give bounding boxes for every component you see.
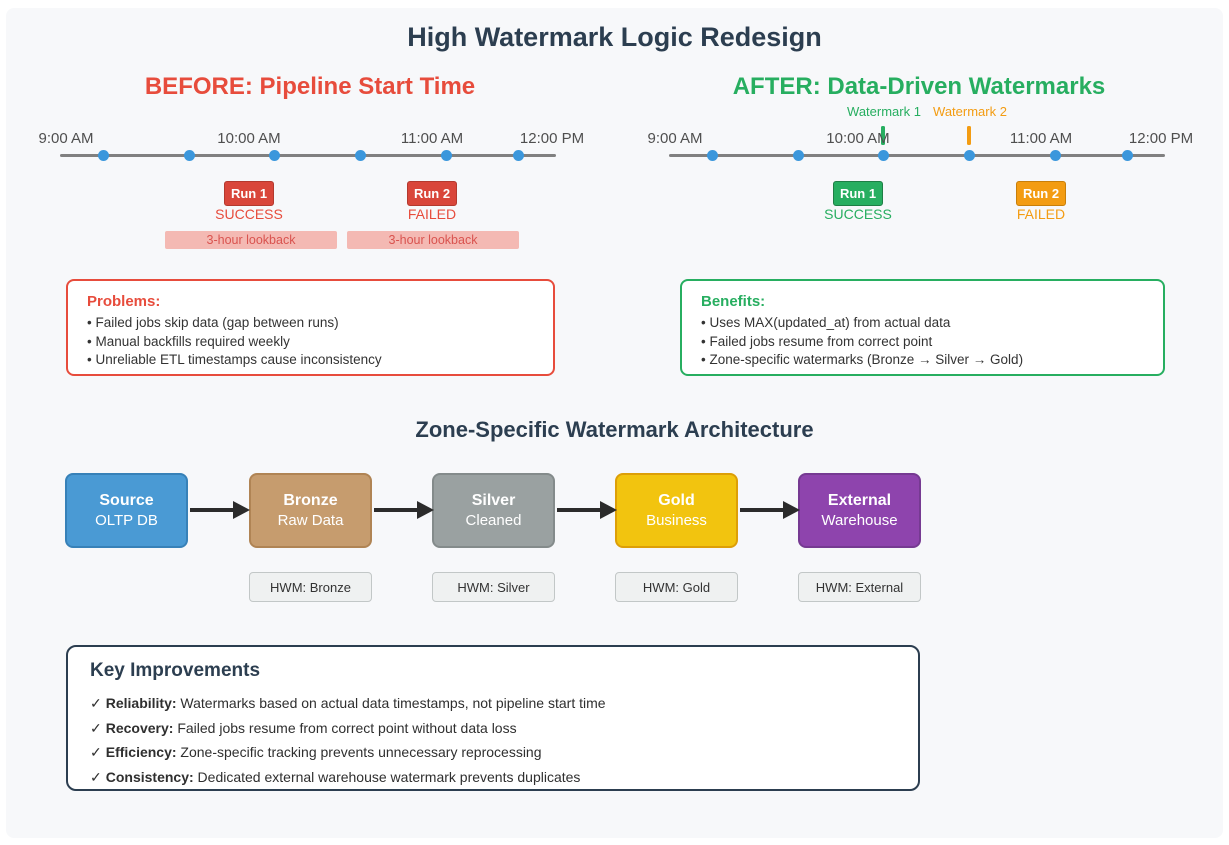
problems-callout: Problems: • Failed jobs skip data (gap b… [66, 279, 555, 376]
improvement-text: Failed jobs resume from correct point wi… [173, 719, 517, 736]
node-title: Silver [471, 492, 516, 509]
after-time-label-11am: 11:00 AM [1009, 130, 1073, 147]
node-title: Bronze [283, 492, 338, 509]
before-run2-status: FAILED [407, 206, 457, 222]
timeline-dot [513, 150, 524, 161]
timeline-dot [269, 150, 280, 161]
watermark2-tick-icon [967, 126, 971, 145]
node-title: External [827, 492, 892, 509]
before-time-label-10am: 10:00 AM [217, 130, 281, 147]
timeline-dot [707, 150, 718, 161]
node-subtitle: OLTP DB [95, 512, 158, 529]
key-improvements-title: Key Improvements [90, 660, 261, 681]
flow-arrow-icon [374, 508, 418, 512]
flow-arrow-icon [557, 508, 601, 512]
problems-item: • Unreliable ETL timestamps cause incons… [87, 352, 382, 367]
benefits-item: • Failed jobs resume from correct point [701, 333, 933, 349]
improvement-item: ✓Recovery: Failed jobs resume from corre… [90, 716, 896, 741]
watermark2-label: Watermark 2 [933, 104, 1007, 119]
flow-arrow-icon [740, 508, 784, 512]
node-title: Gold [658, 492, 695, 509]
node-bronze: Bronze Raw Data [249, 473, 372, 548]
before-run1-box: Run 1 [224, 181, 274, 206]
improvement-item: ✓Consistency: Dedicated external warehou… [90, 765, 896, 790]
improvement-term: Recovery: [105, 719, 174, 736]
check-icon: ✓ [90, 695, 102, 711]
node-source: Source OLTP DB [65, 473, 188, 548]
node-silver: Silver Cleaned [432, 473, 555, 548]
timeline-dot [1122, 150, 1133, 161]
benefits-callout: Benefits: • Uses MAX(updated_at) from ac… [680, 279, 1165, 376]
hwm-badge-bronze: HWM: Bronze [249, 572, 372, 602]
improvement-text: Watermarks based on actual data timestam… [176, 695, 606, 711]
problems-item: • Failed jobs skip data (gap between run… [87, 315, 339, 330]
flow-arrow-icon [190, 508, 234, 512]
page-title: High Watermark Logic Redesign [407, 22, 822, 52]
improvement-term: Reliability: [105, 695, 177, 711]
improvement-term: Consistency: [105, 768, 194, 785]
improvement-item: ✓Reliability: Watermarks based on actual… [90, 691, 896, 716]
lookback-bar-1: 3-hour lookback [165, 231, 337, 249]
node-subtitle: Cleaned [465, 512, 522, 529]
node-subtitle: Warehouse [821, 512, 898, 529]
improvement-item: ✓Efficiency: Zone-specific tracking prev… [90, 740, 896, 765]
after-time-label-10am: 10:00 AM [826, 130, 890, 147]
timeline-dot [878, 150, 889, 161]
check-icon: ✓ [90, 768, 102, 785]
after-run1-box: Run 1 [833, 181, 883, 206]
timeline-dot [184, 150, 195, 161]
benefits-item: • Uses MAX(updated_at) from actual data [701, 315, 951, 330]
before-run1-status: SUCCESS [215, 206, 283, 222]
after-run2-box: Run 2 [1016, 181, 1066, 206]
benefits-item: • Zone-specific watermarks (Bronze → Sil… [701, 352, 1024, 367]
after-time-label-9am: 9:00 AM [647, 130, 703, 147]
problems-title: Problems: [87, 293, 161, 310]
lookback-bar-2: 3-hour lookback [347, 231, 519, 249]
after-time-label-12pm: 12:00 PM [1128, 130, 1194, 147]
timeline-dot [793, 150, 804, 161]
watermark1-tick-icon [881, 126, 885, 145]
flow-arrowhead-icon [783, 501, 800, 519]
before-timeline-line [60, 154, 556, 157]
check-icon: ✓ [90, 744, 102, 760]
timeline-dot [441, 150, 452, 161]
improvement-text: Dedicated external warehouse watermark p… [193, 768, 581, 785]
before-run2-box: Run 2 [407, 181, 457, 206]
key-improvements-panel: Key Improvements ✓Reliability: Watermark… [66, 645, 920, 791]
node-external: External Warehouse [798, 473, 921, 548]
timeline-dot [964, 150, 975, 161]
improvement-term: Efficiency: [105, 744, 177, 760]
after-timeline-line [669, 154, 1165, 157]
node-subtitle: Business [646, 512, 707, 529]
hwm-badge-external: HWM: External [798, 572, 921, 602]
node-title: Source [99, 492, 154, 509]
watermark1-label: Watermark 1 [847, 104, 921, 119]
timeline-dot [355, 150, 366, 161]
flow-arrowhead-icon [233, 501, 250, 519]
timeline-dot [98, 150, 109, 161]
before-heading: BEFORE: Pipeline Start Time [144, 73, 476, 100]
check-icon: ✓ [90, 719, 102, 736]
before-time-label-12pm: 12:00 PM [519, 130, 585, 147]
node-gold: Gold Business [615, 473, 738, 548]
flow-arrowhead-icon [417, 501, 434, 519]
architecture-heading: Zone-Specific Watermark Architecture [415, 417, 814, 442]
benefits-title: Benefits: [701, 293, 766, 310]
after-heading: AFTER: Data-Driven Watermarks [732, 73, 1106, 100]
after-run2-status: FAILED [1016, 206, 1066, 222]
timeline-dot [1050, 150, 1061, 161]
problems-item: • Manual backfills required weekly [87, 333, 290, 349]
after-run1-status: SUCCESS [824, 206, 892, 222]
before-time-label-9am: 9:00 AM [38, 130, 94, 147]
flow-arrowhead-icon [600, 501, 617, 519]
improvement-text: Zone-specific tracking prevents unnecess… [176, 744, 542, 760]
hwm-badge-gold: HWM: Gold [615, 572, 738, 602]
node-subtitle: Raw Data [277, 512, 344, 529]
before-time-label-11am: 11:00 AM [400, 130, 464, 147]
hwm-badge-silver: HWM: Silver [432, 572, 555, 602]
